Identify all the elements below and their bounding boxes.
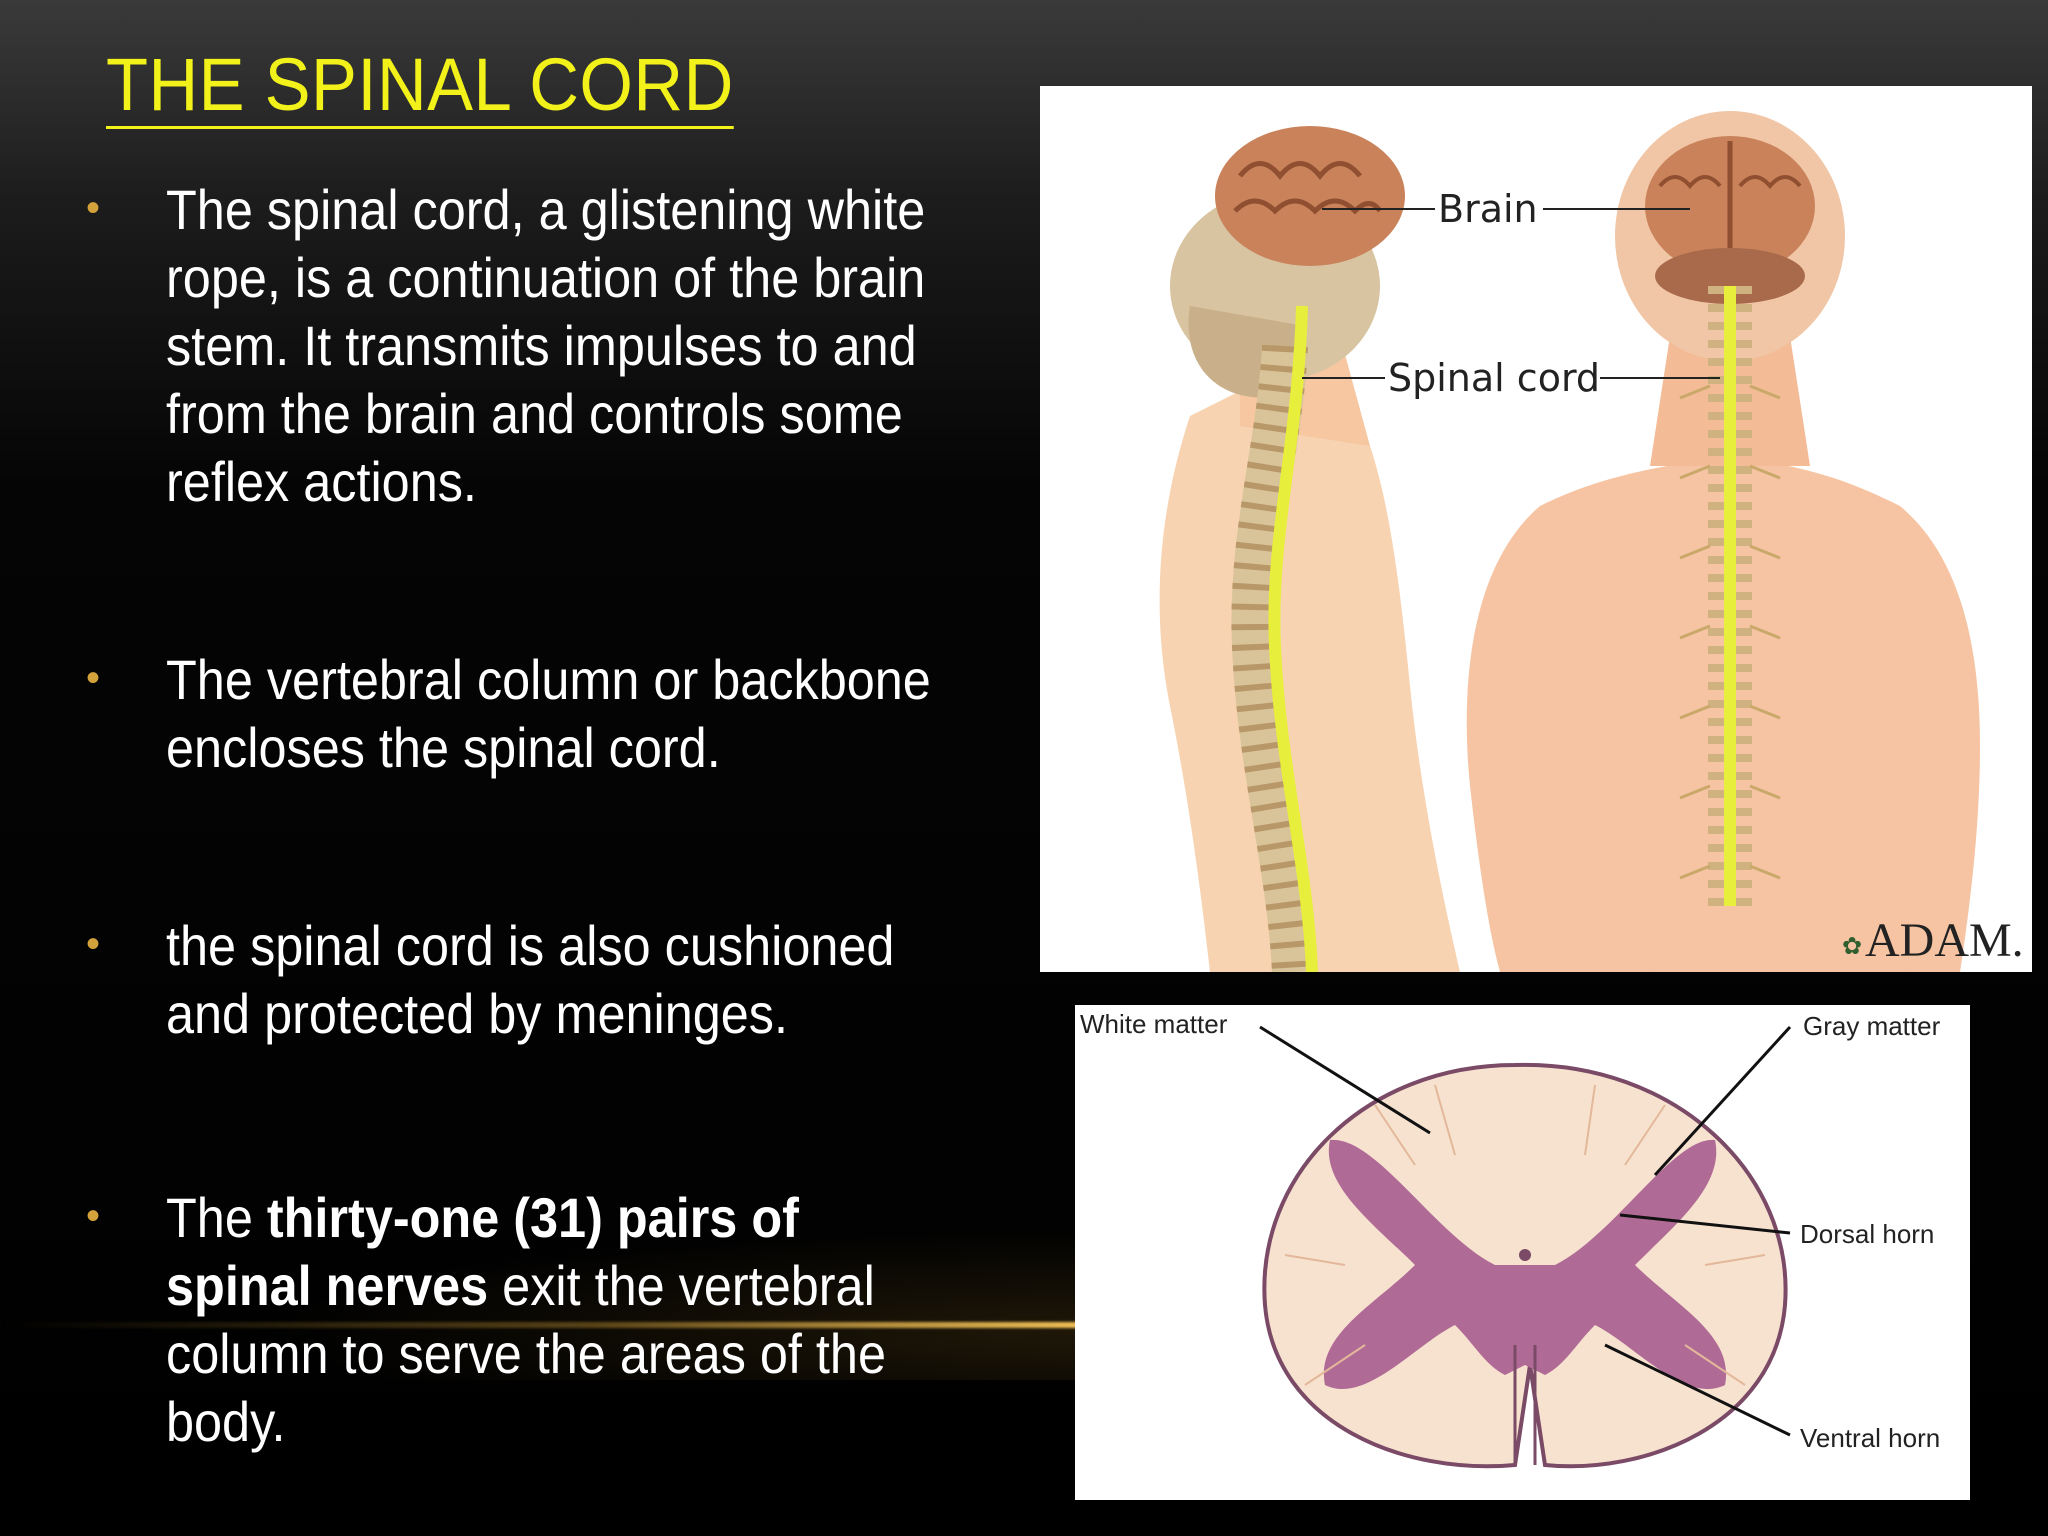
decorative-glow bbox=[200, 1220, 1080, 1380]
bullet-marker: • bbox=[86, 1194, 101, 1238]
spinal-cord-anatomy-image: Brain Spinal cord ✿ ADAM. bbox=[1040, 86, 2032, 972]
bullet-text-post: exit the vertebral column to serve the a… bbox=[166, 1254, 886, 1453]
bullet-marker: • bbox=[86, 922, 101, 966]
bullet-text: The vertebral column or backbone enclose… bbox=[166, 648, 931, 779]
back-body-silhouette bbox=[1466, 456, 1980, 972]
label-brain: Brain bbox=[1438, 187, 1538, 231]
gray-matter-shape bbox=[1323, 1139, 1727, 1390]
central-fissure bbox=[1513, 1345, 1537, 1465]
anatomy-illustration: Brain Spinal cord ✿ ADAM. bbox=[1159, 111, 2024, 972]
central-canal bbox=[1519, 1249, 1531, 1261]
label-ventral-horn: Ventral horn bbox=[1800, 1423, 1940, 1453]
side-spinal-cord bbox=[1268, 305, 1318, 972]
label-white-matter: White matter bbox=[1080, 1009, 1228, 1039]
bullet-text-bold: thirty-one (31) pairs of spinal nerves bbox=[166, 1186, 799, 1317]
adam-leaf-icon: ✿ bbox=[1842, 933, 1862, 960]
bullet-text: The spinal cord, a glistening white rope… bbox=[166, 178, 926, 513]
bullet-marker: • bbox=[86, 186, 101, 230]
white-matter-tracts bbox=[1284, 1084, 1766, 1386]
spinal-cord-cross-section-image: White matter Gray matter Dorsal horn Ven… bbox=[1075, 1005, 1970, 1500]
cross-section-illustration: White matter Gray matter Dorsal horn Ven… bbox=[1080, 1009, 1941, 1469]
side-brain bbox=[1215, 126, 1405, 266]
bullet-text-pre: The bbox=[166, 1186, 267, 1249]
spinal-nerves bbox=[1679, 384, 1781, 880]
label-spinal-cord: Spinal cord bbox=[1388, 356, 1600, 400]
credit-adam: ADAM. bbox=[1865, 914, 2024, 967]
bullet-marker: • bbox=[86, 656, 101, 700]
bullet-text: the spinal cord is also cushioned and pr… bbox=[166, 914, 895, 1045]
cerebellum bbox=[1655, 248, 1805, 304]
bullet-text: The thirty-one (31) pairs of spinal nerv… bbox=[166, 1184, 940, 1456]
label-gray-matter: Gray matter bbox=[1803, 1011, 1941, 1041]
slide-title: THE SPINAL CORD bbox=[106, 44, 734, 129]
label-dorsal-horn: Dorsal horn bbox=[1800, 1219, 1934, 1249]
side-body-silhouette bbox=[1159, 386, 1460, 972]
decorative-accent-line bbox=[0, 1322, 1080, 1328]
